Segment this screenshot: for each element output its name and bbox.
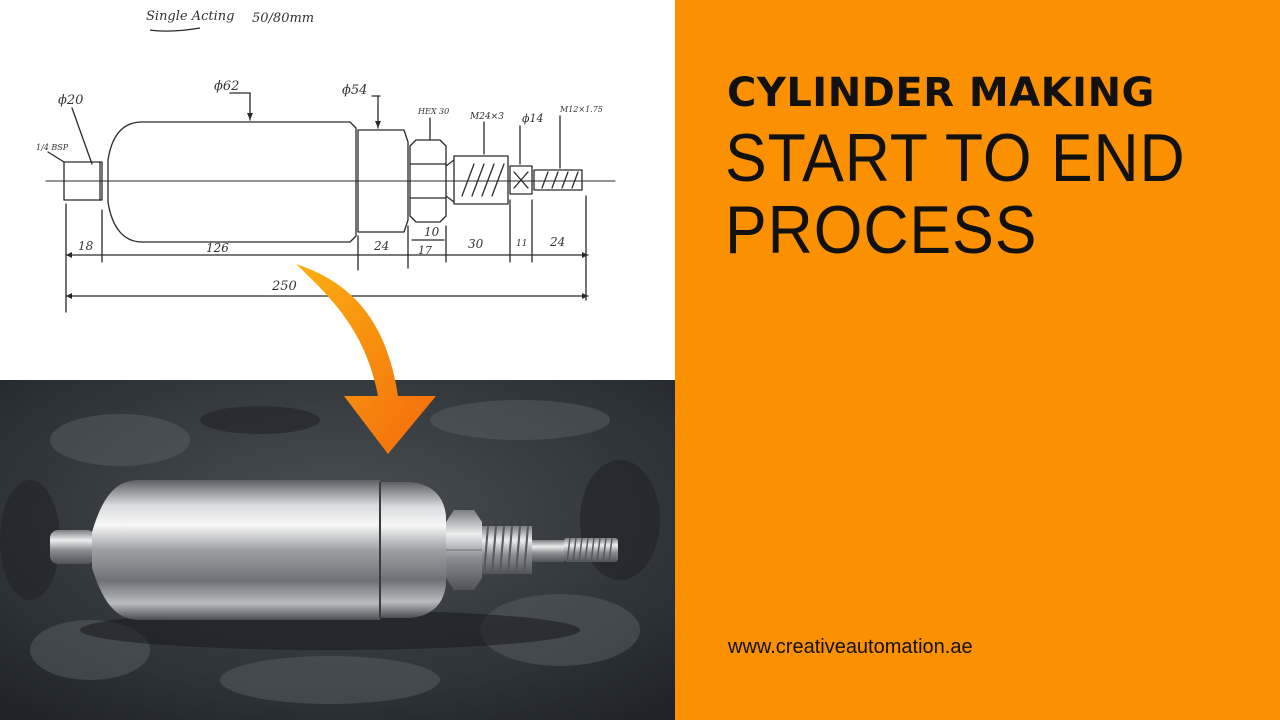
drawing-stroke-label: 50/80mm xyxy=(252,11,314,26)
drawing-dim-thread-label: 30 xyxy=(468,237,484,251)
left-panel: Single Acting 50/80mm ϕ20 1/4 BSP ϕ62 ϕ5… xyxy=(0,9,675,720)
drawing-dim-hex-label: 10 xyxy=(424,225,440,239)
title-panel: CYLINDER MAKING START TO END PROCESS www… xyxy=(675,0,1280,720)
drawing-dia-neck-label: ϕ14 xyxy=(522,112,544,125)
drawing-dim-body-label: 126 xyxy=(206,241,229,255)
drawing-dim-total-label: 250 xyxy=(271,279,297,294)
drawing-dim-neck-label: 11 xyxy=(516,239,527,249)
drawing-dia-body-label: ϕ62 xyxy=(214,79,239,94)
drawing-dim-cap-label: 24 xyxy=(373,239,389,253)
technical-drawing: Single Acting 50/80mm ϕ20 1/4 BSP ϕ62 ϕ5… xyxy=(36,9,616,313)
drawing-dim-tail-label: 18 xyxy=(78,239,94,253)
drawing-thread-tip-label: M12×1.75 xyxy=(559,105,603,114)
drawing-thread-tail-label: 1/4 BSP xyxy=(36,143,69,152)
drawing-dim-hexgap-label: 17 xyxy=(418,244,432,257)
drawing-hex-label: HEX 30 xyxy=(417,107,449,116)
title-line-3: PROCESS xyxy=(725,192,1038,268)
cylinder-photo xyxy=(0,380,675,720)
drawing-dia-tail-label: ϕ20 xyxy=(58,93,83,108)
drawing-header-label: Single Acting xyxy=(146,9,235,24)
title-line-1: CYLINDER MAKING xyxy=(727,70,1155,116)
drawing-dim-tip-label: 24 xyxy=(549,235,565,249)
drawing-dia-cap-label: ϕ54 xyxy=(342,83,367,98)
website-url: www.creativeautomation.ae xyxy=(728,636,973,658)
title-line-2: START TO END xyxy=(725,120,1186,196)
drawing-thread-main-label: M24×3 xyxy=(469,112,504,122)
